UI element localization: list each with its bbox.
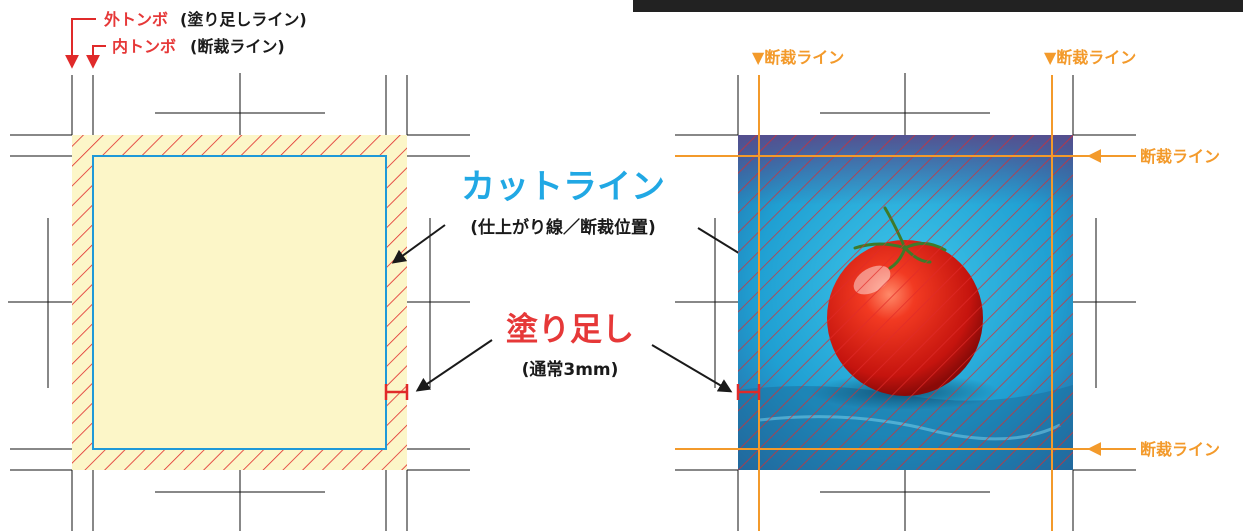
bleed-width-marker-left	[384, 384, 409, 400]
outer-tombo-label: 外トンボ	[103, 10, 168, 29]
bleed-title: 塗り足し	[506, 310, 634, 348]
center-labels: カットライン (仕上がり線／断裁位置) 塗り足し (通常3mm)	[391, 167, 758, 393]
cut-label-top-right: ▼断裁ライン	[1044, 48, 1136, 67]
bleed-width-marker-right	[736, 384, 761, 400]
arrow-bleed-left	[415, 339, 493, 392]
header-bar	[633, 0, 1243, 12]
left-diagram: 外トンボ (塗り足しライン) 内トンボ (断裁ライン)	[8, 10, 470, 531]
cut-label-right-top: 断裁ライン	[1140, 147, 1220, 166]
right-diagram: ▼断裁ライン ▼断裁ライン 断裁ライン 断裁ライン	[675, 48, 1220, 531]
cut-line-title: カットライン	[461, 167, 665, 207]
tombo-indicators	[65, 18, 106, 69]
bleed-hatch-right	[738, 135, 1073, 470]
bleed-note: (通常3mm)	[522, 359, 619, 380]
inner-tombo-label: 内トンボ	[112, 37, 176, 56]
orange-cut-lines	[675, 75, 1136, 531]
cut-label-right-bottom: 断裁ライン	[1140, 440, 1220, 459]
arrow-bleed-right	[651, 344, 733, 393]
cut-label-top-left: ▼断裁ライン	[752, 48, 844, 67]
trim-area	[92, 155, 387, 450]
outer-tombo-note: (塗り足しライン)	[180, 10, 307, 29]
crop-marks-left	[8, 73, 470, 531]
arrow-cut-left	[391, 224, 446, 264]
inner-tombo-note: (断裁ライン)	[190, 37, 285, 56]
cut-line-note: (仕上がり線／断裁位置)	[470, 217, 656, 238]
